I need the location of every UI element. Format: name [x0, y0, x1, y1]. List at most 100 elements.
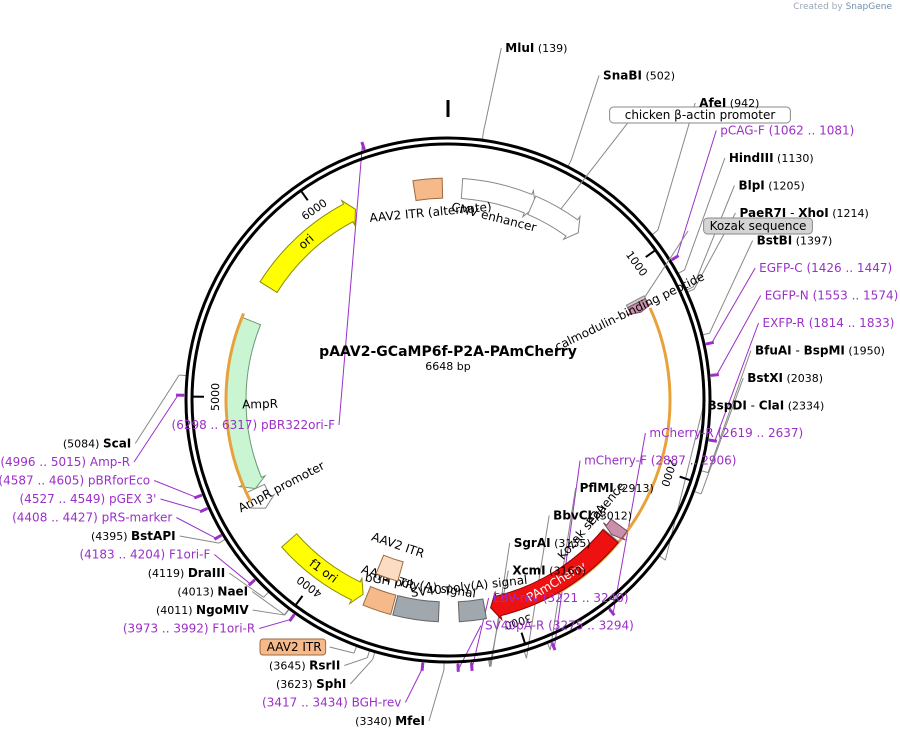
- primer-marker: [708, 438, 718, 443]
- site-text: mCherry-R (2619 .. 2637): [649, 426, 803, 440]
- site-line: [133, 394, 179, 463]
- site-line: [553, 460, 581, 649]
- site-text: pCAG-F (1062 .. 1081): [720, 124, 854, 138]
- site-snabi: SnaBI (502): [603, 69, 675, 83]
- site-naei: (4013) NaeI: [177, 585, 248, 599]
- primer-marker: [360, 141, 366, 151]
- site-blpi: BlpI (1205): [738, 179, 804, 193]
- tick-mark: [520, 632, 527, 645]
- site-num: (1130): [774, 152, 814, 165]
- site-line: [176, 517, 217, 539]
- site-text: (4013) NaeI: [177, 585, 248, 599]
- site-name: NaeI: [217, 585, 248, 599]
- feature-sv40: [457, 598, 487, 623]
- site-mcherry-r: mCherry-R (2619 .. 2637): [649, 426, 803, 440]
- site-pgex-3: (4527 .. 4549) pGEX 3': [20, 492, 157, 506]
- site-f1ori-r: (3973 .. 3992) F1ori-R: [123, 622, 255, 636]
- site-text: (4408 .. 4427) pRS-marker: [12, 511, 172, 525]
- site-line: [711, 267, 756, 344]
- site-num: (3160): [546, 565, 586, 578]
- site-line: [716, 295, 762, 376]
- site-labels: MluI (139)SnaBI (502)AfeI (942)pCAG-F (1…: [0, 41, 898, 728]
- site-name: pCAG-F: [720, 124, 765, 138]
- site-name: pRS-marker: [102, 511, 173, 525]
- site-name: BstBI: [757, 234, 793, 248]
- site-sep: -: [792, 344, 804, 358]
- feature-cbp-label: calmodulin-binding peptide: [553, 269, 707, 353]
- site-bstapi: (4395) BstAPI: [91, 529, 176, 543]
- site-text: (3973 .. 3992) F1ori-R: [123, 622, 255, 636]
- site-text: (3645) RsrII: [269, 659, 340, 673]
- site-name: BspDI: [707, 399, 746, 413]
- site-num: (4183 .. 4204): [79, 548, 169, 562]
- site-num: (3417 .. 3434): [262, 696, 352, 710]
- tick-mark: [294, 595, 304, 607]
- site-name: BbvCI: [553, 509, 592, 523]
- site-num: (3155): [551, 537, 591, 550]
- site-name: BstXI: [747, 371, 783, 385]
- site-sep: -: [786, 206, 798, 220]
- site-name: SV40pA-R: [485, 619, 544, 633]
- site-text: (3417 .. 3434) BGH-rev: [262, 696, 401, 710]
- site-line: [657, 102, 696, 231]
- callout-line: [560, 119, 631, 210]
- site-line: [457, 625, 482, 671]
- site-line: [692, 185, 735, 288]
- site-num: (2334): [784, 400, 824, 413]
- site-line: [134, 374, 180, 444]
- site-name: SgrAI: [514, 536, 551, 550]
- site-num: (2619 .. 2637): [714, 426, 804, 440]
- site-name: pBR322ori-F: [261, 418, 335, 432]
- site-num: (4011): [156, 604, 196, 617]
- site-name: AAV2 ITR: [267, 640, 322, 654]
- site-text: EBV-rev (3221 .. 3240): [493, 591, 629, 605]
- site-name: SphI: [316, 677, 346, 691]
- site-num: (2887 .. 2906): [647, 454, 737, 468]
- site-line: [344, 657, 368, 666]
- site-sep: -: [747, 399, 759, 413]
- site-line: [482, 47, 502, 133]
- tick-label: 5000: [209, 383, 222, 411]
- primer-marker: [193, 493, 203, 500]
- tick-mark: [679, 475, 692, 482]
- site-name: DraIII: [188, 566, 225, 580]
- site-egfp-c: EGFP-C (1426 .. 1447): [759, 261, 892, 275]
- site-line: [228, 572, 264, 598]
- site-name: AfeI: [699, 96, 726, 110]
- site-text: EXFP-R (1814 .. 1833): [763, 316, 895, 330]
- site-num: (3340): [355, 715, 395, 728]
- site-bfuai: BfuAI - BspMI (1950): [755, 344, 885, 358]
- site-num: (3645): [269, 660, 309, 673]
- site-name: BGH-rev: [352, 696, 402, 710]
- site-line: [612, 432, 646, 614]
- site-name: EXFP-R: [763, 316, 805, 330]
- site-ngomiv: (4011) NgoMIV: [156, 603, 249, 617]
- feature-p2a: [603, 518, 628, 541]
- site-name: BstAPI: [131, 529, 176, 543]
- site-name: MluI: [505, 41, 534, 55]
- site-text: (4183 .. 4204) F1ori-F: [79, 548, 210, 562]
- site-pbrforeco: (4587 .. 4605) pBRforEco: [0, 474, 150, 488]
- site-name: RsrII: [309, 659, 340, 673]
- feature-itr3: [375, 554, 404, 582]
- site-text: BstXI (2038): [747, 371, 823, 385]
- site-text: (6298 .. 6317) pBR322ori-F: [172, 418, 336, 432]
- site-bstbi: BstBI (1397): [757, 234, 833, 248]
- site-num: (3012): [592, 510, 632, 523]
- site-ebv-rev: EBV-rev (3221 .. 3240): [493, 591, 629, 605]
- site-afei: AfeI (942): [699, 96, 759, 110]
- feature-kozak1-label-box: [703, 217, 813, 235]
- site-f1ori-f: (4183 .. 4204) F1ori-F: [79, 548, 210, 562]
- site-line: [160, 498, 202, 512]
- primer-marker: [420, 662, 425, 671]
- site-exfp-r: EXFP-R (1814 .. 1833): [763, 316, 895, 330]
- site-line: [404, 668, 423, 703]
- primer-marker: [247, 578, 256, 587]
- site-sv40pa-r: SV40pA-R (3275 .. 3294): [485, 619, 634, 633]
- tick-mark: [300, 189, 309, 201]
- site-line: [179, 535, 220, 544]
- site-name: F1ori-R: [212, 622, 255, 636]
- site-num: (4013): [177, 586, 217, 599]
- site-text: (4395) BstAPI: [91, 529, 176, 543]
